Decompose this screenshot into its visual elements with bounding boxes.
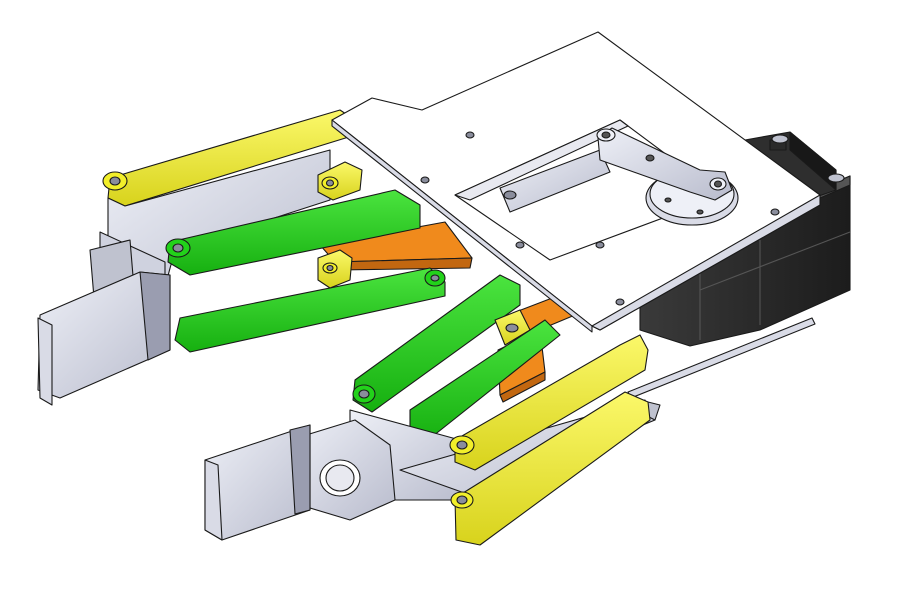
right-gripper-pad [204, 419, 396, 541]
upper-green-link [165, 189, 421, 276]
left-gripper-pad [37, 239, 171, 406]
lower-yellow-link [449, 309, 651, 546]
servo-horn [596, 127, 739, 226]
right-green-link [352, 274, 561, 441]
left-yellow-post [317, 161, 363, 201]
lower-green-link [174, 267, 446, 353]
